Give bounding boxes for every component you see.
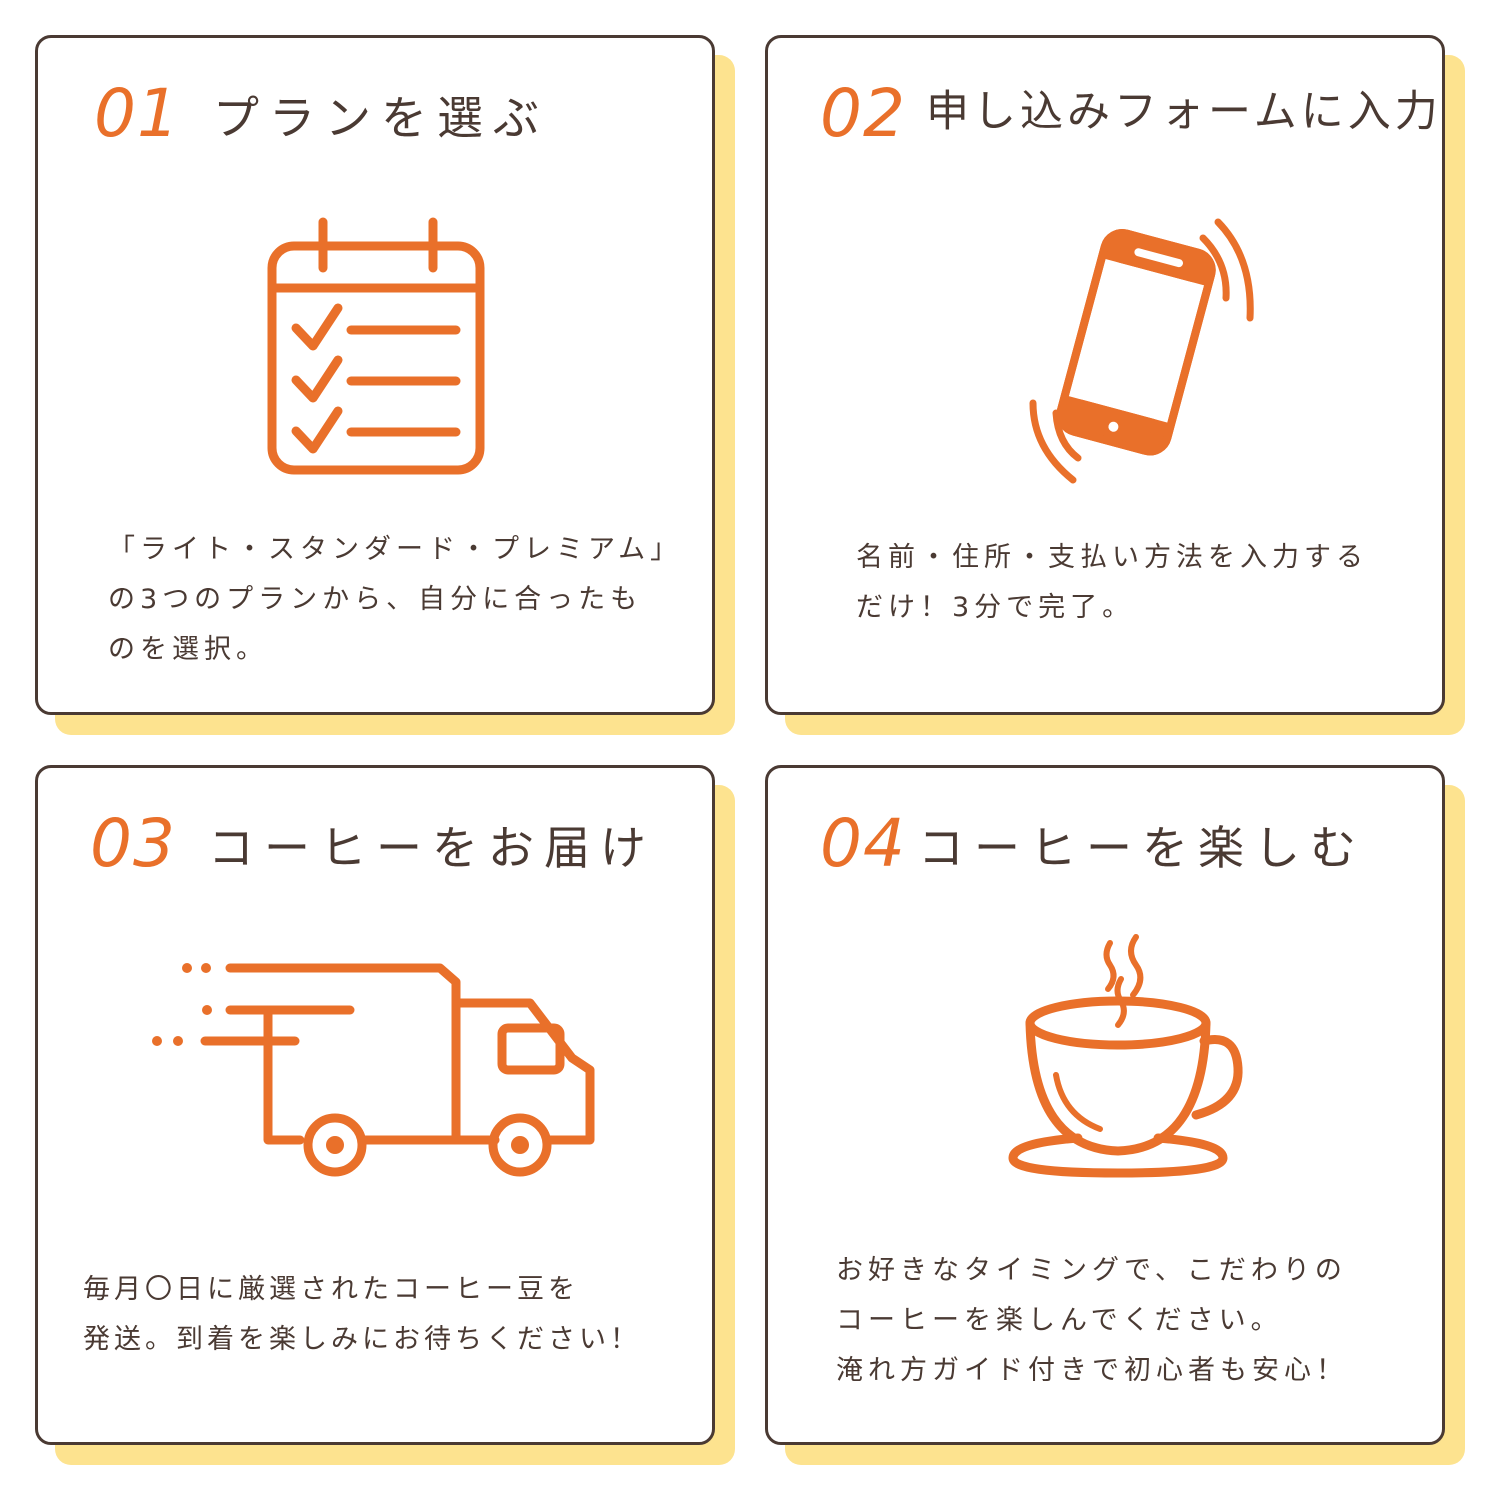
step-number: 01 (94, 75, 180, 152)
step-description: お好きなタイミングで、こだわりの コーヒーを楽しんでください。 淹れ方ガイド付き… (836, 1246, 1348, 1396)
description-line: 発送。到着を楽しみにお待ちください！ (83, 1324, 641, 1355)
step-description: 名前・住所・支払い方法を入力する だけ！3分で完了。 (856, 533, 1368, 633)
step-title: コーヒーをお届け (208, 821, 656, 875)
description-line: 淹れ方ガイド付きで初心者も安心！ (836, 1355, 1348, 1386)
description-line: コーヒーを楽しんでください。 (836, 1305, 1283, 1336)
step-number: 03 (90, 805, 176, 882)
description-line: の3つのプランから、自分に合ったも (108, 584, 643, 615)
step-title: プランを選ぶ (213, 91, 549, 145)
calendar-checklist-icon (267, 217, 485, 475)
description-line: お好きなタイミングで、こだわりの (836, 1255, 1347, 1286)
description-line: だけ！3分で完了。 (856, 592, 1135, 623)
coffee-cup-icon (1008, 934, 1243, 1178)
step-title: 申し込みフォームに入力 (926, 87, 1442, 137)
description-line: のを選択。 (108, 634, 268, 665)
delivery-truck-icon (152, 963, 595, 1177)
smartphone-vibrating-icon (1029, 218, 1254, 484)
description-line: 名前・住所・支払い方法を入力する (856, 542, 1368, 573)
step-title: コーヒーを楽しむ (918, 821, 1366, 875)
step-card-3: 03 コーヒーをお届け 毎月〇日に厳選されたコーヒー豆を 発送。到着を楽しみにお… (35, 765, 715, 1445)
step-number: 02 (820, 75, 906, 152)
step-description: 毎月〇日に厳選されたコーヒー豆を 発送。到着を楽しみにお待ちください！ (83, 1265, 641, 1365)
description-line: 「ライト・スタンダード・プレミアム」 (108, 534, 683, 565)
description-line: 毎月〇日に厳選されたコーヒー豆を (83, 1274, 579, 1305)
step-card-2: 02 申し込みフォームに入力 名前・住所・支払い方法を入力する だけ！3分で完了… (765, 35, 1445, 715)
step-card-1: 01 プランを選ぶ 「ライト・スタンダード・プレミアム」 の3つのプランから、自… (35, 35, 715, 715)
step-card-4: 04 コーヒーを楽しむ お好きなタイミングで、こだわりの コーヒーを楽しんでくだ… (765, 765, 1445, 1445)
step-number: 04 (820, 805, 906, 882)
step-description: 「ライト・スタンダード・プレミアム」 の3つのプランから、自分に合ったも のを選… (108, 525, 682, 675)
